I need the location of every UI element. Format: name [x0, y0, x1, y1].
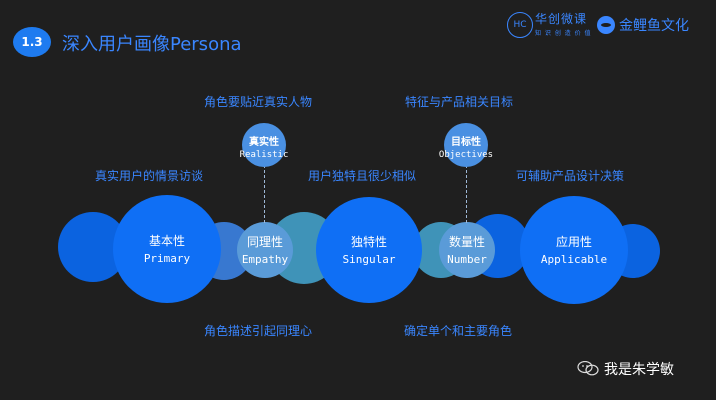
objectives-label-en: Objectives	[438, 150, 494, 160]
applicable-label-en: Applicable	[540, 253, 608, 266]
number-label-en: Number	[447, 253, 487, 266]
wechat-icon	[577, 361, 599, 376]
section-badge: 1.3	[13, 27, 51, 57]
hc-brand-name: 华创微课	[535, 12, 588, 26]
author-watermark: 我是朱学敏	[604, 362, 674, 378]
primary-label-zh: 基本性	[148, 234, 185, 248]
hc-brand-slogan: 知 识 创 造 价 值	[535, 30, 592, 37]
hc-logo-icon: HC	[507, 12, 533, 38]
empathy-label-zh: 同理性	[246, 235, 283, 249]
realistic-label-zh: 真实性	[249, 137, 279, 148]
applicable-circle	[520, 196, 628, 304]
carp-logo-icon	[597, 16, 615, 34]
carp-brand-name: 金鲤鱼文化	[619, 18, 689, 34]
applicable-note: 可辅助产品设计决策	[516, 169, 625, 183]
objectives-label-zh: 目标性	[451, 137, 481, 148]
number-label: 数量性 Number	[437, 234, 497, 268]
realistic-label-en: Realistic	[239, 150, 289, 160]
primary-note: 真实用户的情景访谈	[95, 169, 204, 183]
page-title: 深入用户画像Persona	[62, 34, 242, 55]
singular-note: 用户独特且很少相似	[308, 169, 417, 183]
singular-label: 独特性 Singular	[334, 234, 404, 268]
empathy-circle	[237, 222, 293, 278]
number-label-zh: 数量性	[448, 235, 485, 249]
singular-label-zh: 独特性	[350, 235, 387, 249]
primary-label-en: Primary	[143, 252, 191, 265]
applicable-label-zh: 应用性	[555, 235, 592, 249]
number-circle	[439, 222, 495, 278]
number-note: 确定单个和主要角色	[404, 324, 513, 338]
empathy-label-en: Empathy	[241, 253, 289, 266]
primary-label: 基本性 Primary	[137, 233, 197, 267]
applicable-label: 应用性 Applicable	[534, 234, 614, 268]
empathy-note: 角色描述引起同理心	[204, 324, 313, 338]
realistic-circle: 真实性	[242, 123, 286, 167]
singular-circle	[316, 197, 422, 303]
realistic-label-en-wrap: Realistic	[232, 147, 296, 164]
realistic-note: 角色要贴近真实人物	[204, 95, 313, 109]
objectives-note: 特征与产品相关目标	[405, 95, 514, 109]
realistic-connector	[264, 165, 265, 223]
primary-circle	[113, 195, 221, 303]
objectives-connector	[466, 165, 467, 223]
objectives-circle: 目标性	[444, 123, 488, 167]
empathy-label: 同理性 Empathy	[235, 234, 295, 268]
objectives-label-en-wrap: Objectives	[428, 147, 504, 164]
singular-label-en: Singular	[342, 253, 396, 266]
